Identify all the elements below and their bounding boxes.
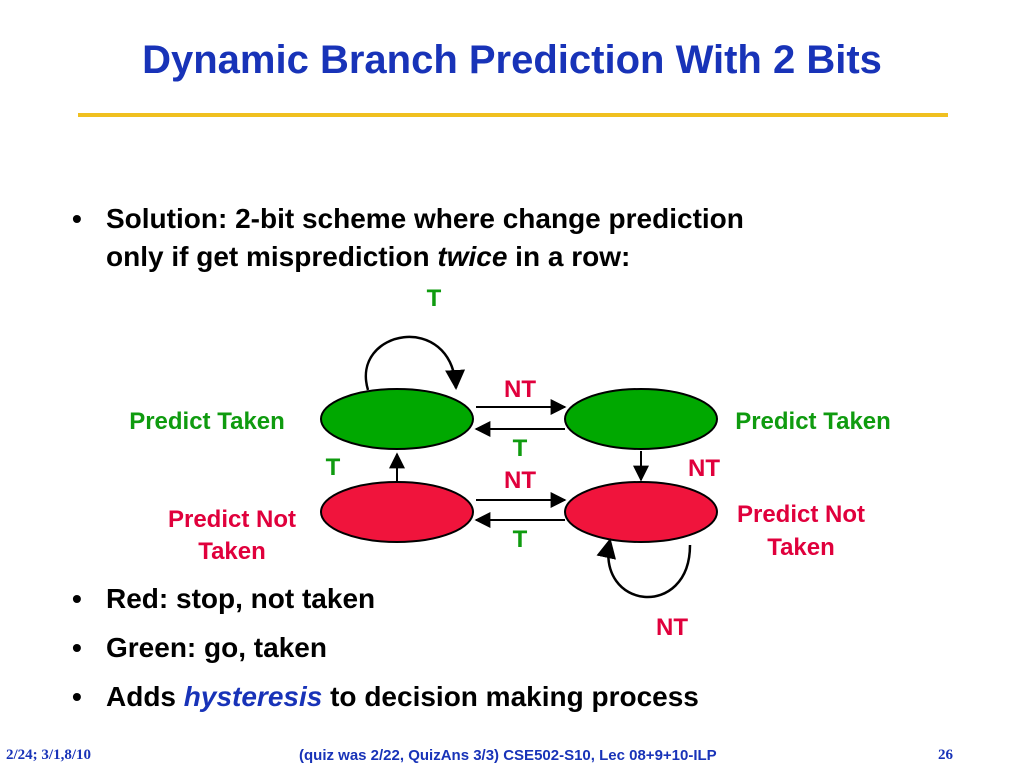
footer-dates: 2/24; 3/1,8/10 [6,747,91,763]
bullet-hysteresis-post: to decision making process [322,681,699,712]
label-bottom-left-state-line1: Predict Not [168,506,296,533]
slide-title: Dynamic Branch Prediction With 2 Bits [142,38,882,82]
bullet-hysteresis-pre: Adds [106,681,184,712]
label-top-self-loop: T [427,285,442,312]
bullet-green-text: Green: go, taken [106,632,327,663]
label-bottom-left-state-line2: Taken [198,538,266,565]
label-bottom-to-top-left: T [326,454,341,481]
label-top-left-state: Predict Taken [129,408,285,435]
bullet-solution-emphasis: twice [437,241,508,272]
bullet-hysteresis-emphasis: hysteresis [183,681,323,712]
label-bottom-right-state-line2: Taken [767,534,835,561]
label-bottom-right-state-line1: Predict Not [737,501,865,528]
arrow-bottom-self-loop [596,538,692,599]
label-top-to-right: NT [504,376,536,403]
bullet-solution-line2: only if get misprediction twice in a row… [106,238,630,276]
bullet-solution-line2-pre: only if get misprediction [106,241,438,272]
bullet-marker: • [72,632,82,663]
bullet-solution-line2-post: in a row: [507,241,631,272]
bullet-solution-line1: Solution: 2-bit scheme where change pred… [106,203,744,234]
label-right-to-top: T [513,435,528,462]
state-strong-taken [320,388,474,450]
bullet-hysteresis-text: Adds hysteresis to decision making proce… [106,678,699,716]
bullet-red-text: Red: stop, not taken [106,583,376,614]
state-weak-taken [564,388,718,450]
bullet-marker: • [72,583,82,614]
label-top-right-state: Predict Taken [735,408,891,435]
label-bottom-self-loop: NT [656,614,688,641]
label-bottom-right-to-left: T [513,526,528,553]
state-strong-not-taken [564,481,718,543]
bullet-marker: • [72,203,82,234]
footer-course-info: (quiz was 2/22, QuizAns 3/3) CSE502-S10,… [299,747,717,764]
bullet-marker: • [72,681,82,712]
label-bottom-to-right: NT [504,467,536,494]
state-weak-not-taken [320,481,474,543]
footer-page-number: 26 [938,747,953,763]
title-underline [78,113,948,117]
label-top-right-to-bottom: NT [688,455,720,482]
arrow-top-self-loop [364,335,466,391]
